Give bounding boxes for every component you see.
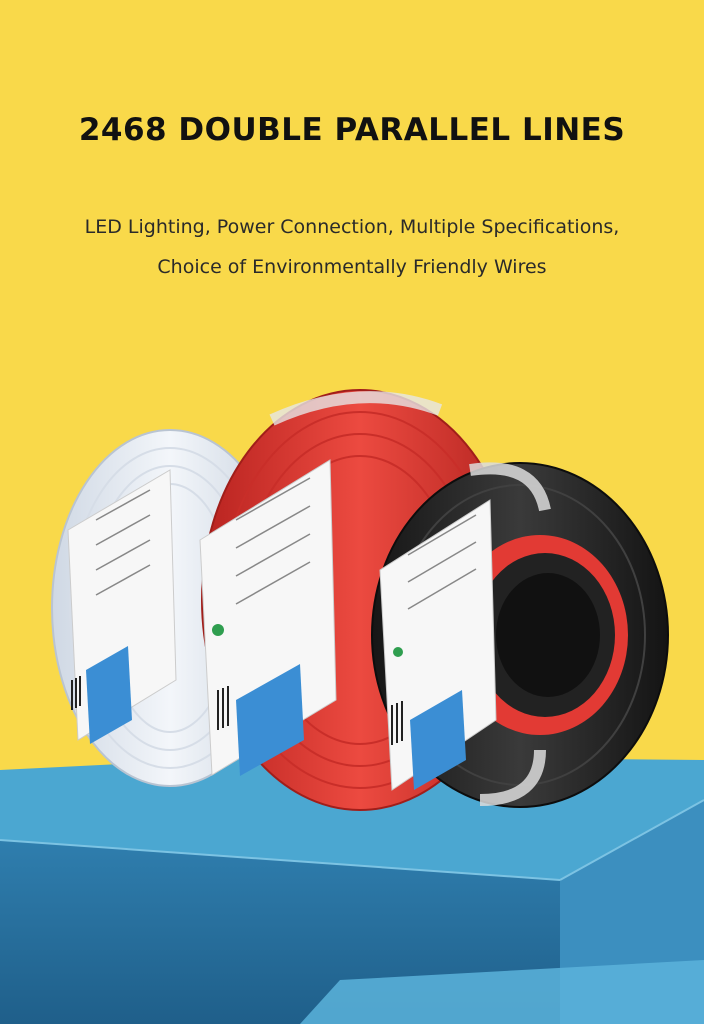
product-label: [199, 459, 337, 776]
page-title: 2468 DOUBLE PARALLEL LINES: [78, 112, 626, 148]
product-label: [67, 469, 177, 744]
barcode: [391, 701, 403, 745]
product-label: [379, 499, 497, 791]
subtitle-line-1: LED Lighting, Power Connection, Multiple…: [84, 216, 620, 238]
display-platform: [0, 756, 704, 1024]
barcode: [217, 686, 229, 730]
sgs-mark: [212, 624, 224, 636]
barcode: [71, 676, 81, 710]
cable-reel-black: [371, 462, 669, 808]
sgs-mark: [393, 647, 403, 657]
subtitle-line-2: Choice of Environmentally Friendly Wires: [157, 256, 547, 278]
